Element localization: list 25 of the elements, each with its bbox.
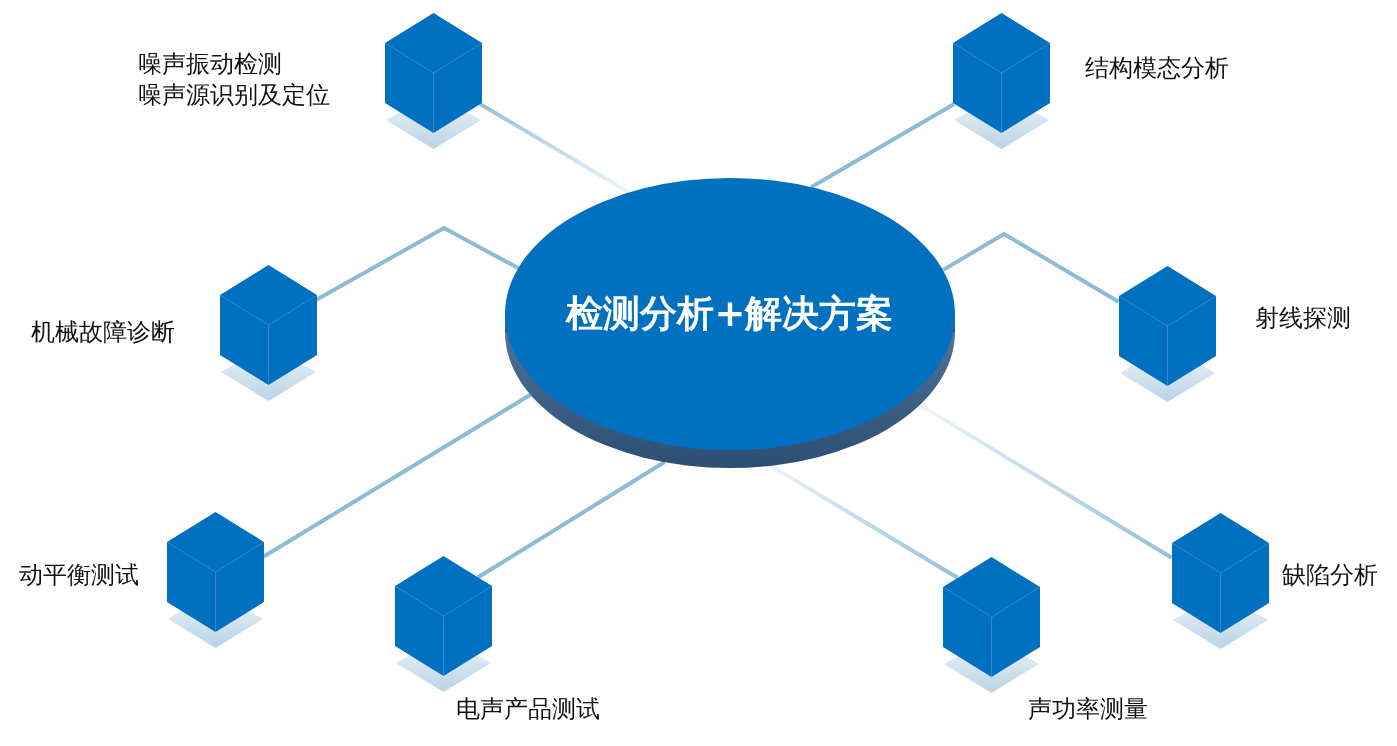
node-label: 声功率测量 bbox=[1028, 694, 1148, 724]
node-label: 机械故障诊断 bbox=[31, 317, 175, 347]
connector-line bbox=[769, 464, 959, 580]
node-label: 噪声振动检测 bbox=[138, 49, 282, 79]
connector-line bbox=[262, 393, 532, 559]
connector-line bbox=[941, 231, 1120, 304]
cube bbox=[1118, 266, 1216, 402]
node-label: 电声产品测试 bbox=[456, 694, 600, 724]
connector-line bbox=[810, 102, 956, 189]
connector-line bbox=[478, 102, 631, 195]
node-label: 噪声源识别及定位 bbox=[138, 80, 330, 110]
node-label: 动平衡测试 bbox=[19, 560, 139, 590]
connector-line bbox=[315, 225, 520, 302]
cube bbox=[942, 557, 1040, 693]
cube bbox=[1171, 513, 1269, 649]
node-label: 缺陷分析 bbox=[1282, 560, 1378, 590]
connector-line bbox=[918, 403, 1173, 560]
cube bbox=[166, 512, 264, 648]
connector-line bbox=[476, 460, 666, 580]
cube bbox=[394, 556, 492, 692]
node-label: 结构模态分析 bbox=[1085, 53, 1229, 83]
cube bbox=[384, 13, 482, 149]
cube bbox=[952, 13, 1050, 149]
cube bbox=[219, 265, 317, 401]
node-label: 射线探测 bbox=[1255, 303, 1351, 333]
